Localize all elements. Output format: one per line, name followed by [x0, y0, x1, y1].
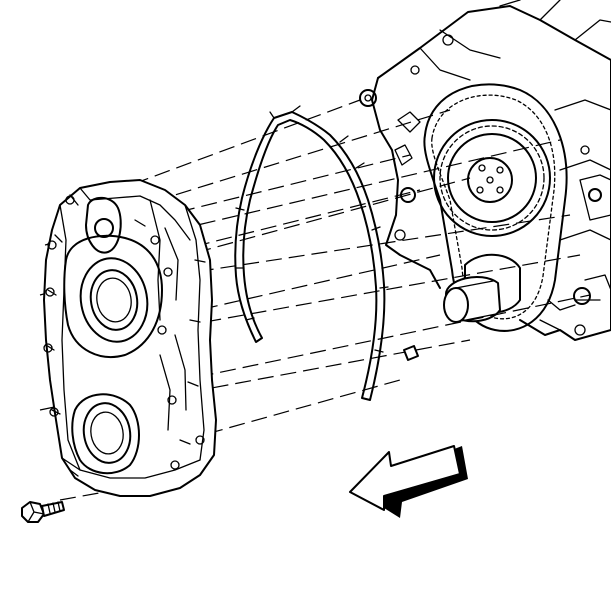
engine-block: [359, 0, 611, 341]
gasket: [234, 105, 389, 401]
dowel-pin: [403, 345, 419, 361]
crankshaft-nose: [443, 253, 521, 323]
direction-arrow: [349, 445, 468, 518]
cover-bolt: [21, 501, 65, 523]
camshaft-sprocket: [423, 83, 568, 332]
front-cover: [43, 179, 217, 497]
